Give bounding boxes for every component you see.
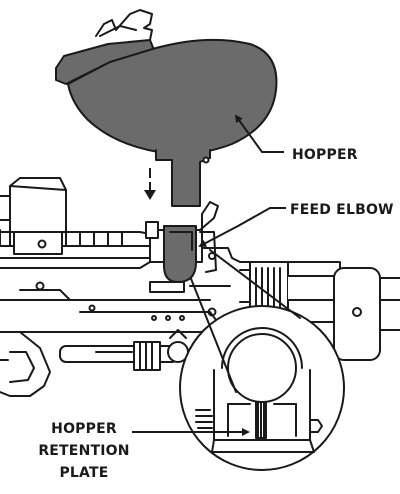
- detail-circle: [179, 305, 345, 471]
- hopper-label: HOPPER: [292, 147, 358, 163]
- feed-elbow-label: FEED ELBOW: [290, 202, 394, 218]
- down-arrow-icon: [144, 168, 156, 200]
- feed-elbow: [163, 225, 197, 283]
- hopper: [55, 9, 278, 207]
- retention-label-line-1: HOPPER: [51, 421, 117, 437]
- lower-rail: [59, 329, 189, 371]
- retention-label-line-3: PLATE: [59, 465, 109, 481]
- retention-label-line-2: RETENTION: [38, 443, 130, 459]
- hopper-retention-plate-label: HOPPER RETENTION PLATE: [38, 418, 130, 484]
- leader-arrow-icon: [132, 114, 286, 436]
- grip-frame: [0, 331, 51, 397]
- red-dot-sight: [0, 177, 67, 255]
